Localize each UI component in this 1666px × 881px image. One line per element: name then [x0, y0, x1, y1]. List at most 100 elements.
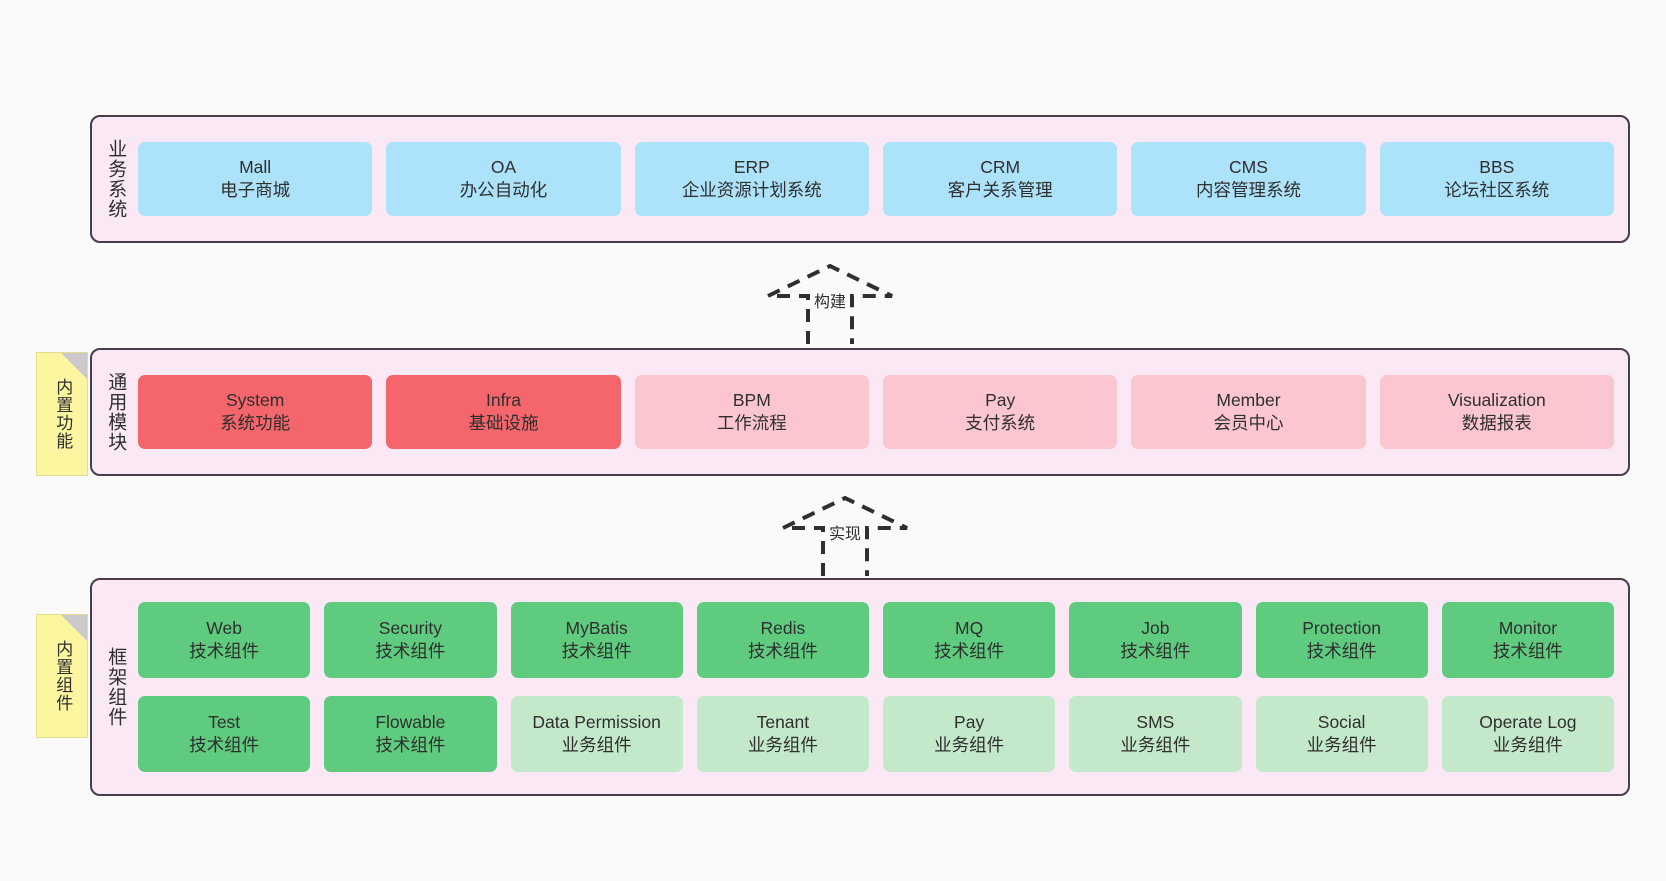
- card-subtitle: 基础设施: [468, 413, 539, 433]
- sticky-note-builtin-features: 内置功能: [36, 352, 88, 476]
- card-system[interactable]: System 系统功能: [138, 375, 373, 449]
- card-title: Visualization: [1447, 389, 1546, 410]
- card-subtitle: 企业资源计划系统: [681, 180, 822, 200]
- card-subtitle: 业务组件: [1492, 735, 1563, 755]
- card-subtitle: 技术组件: [747, 641, 818, 661]
- card-title: Data Permission: [532, 711, 661, 732]
- card-title: BBS: [1479, 156, 1515, 177]
- card-title: Web: [206, 617, 242, 638]
- card-title: Member: [1216, 389, 1281, 410]
- card-row: Mall 电子商城 OA 办公自动化 ERP 企业资源计划系统 CRM 客户关系…: [138, 142, 1614, 216]
- card-mall[interactable]: Mall 电子商城: [138, 142, 373, 216]
- card-visualization[interactable]: Visualization 数据报表: [1379, 375, 1614, 449]
- card-flowable[interactable]: Flowable 技术组件: [324, 696, 497, 772]
- card-protection[interactable]: Protection 技术组件: [1255, 602, 1428, 678]
- card-title: MQ: [955, 617, 984, 638]
- card-title: System: [225, 389, 285, 410]
- card-title: MyBatis: [565, 617, 628, 638]
- card-subtitle: 论坛社区系统: [1444, 180, 1550, 200]
- card-pay[interactable]: Pay 支付系统: [882, 375, 1118, 449]
- card-cms[interactable]: CMS 内容管理系统: [1131, 142, 1366, 216]
- card-subtitle: 业务组件: [1120, 735, 1191, 755]
- card-title: Job: [1141, 617, 1170, 638]
- card-security[interactable]: Security 技术组件: [324, 602, 497, 678]
- card-title: Pay: [954, 711, 985, 732]
- card-title: OA: [490, 156, 517, 177]
- card-subtitle: 技术组件: [1492, 641, 1563, 661]
- card-title: SMS: [1136, 711, 1175, 732]
- card-subtitle: 技术组件: [189, 735, 260, 755]
- card-member[interactable]: Member 会员中心: [1131, 375, 1366, 449]
- card-subtitle: 技术组件: [1120, 641, 1191, 661]
- layer-title-common-module: 通用模块: [105, 372, 127, 452]
- card-row: Test 技术组件 Flowable 技术组件 Data Permission …: [138, 696, 1614, 772]
- card-crm[interactable]: CRM 客户关系管理: [882, 142, 1118, 216]
- card-row: Web 技术组件 Security 技术组件 MyBatis 技术组件 Redi…: [138, 602, 1614, 678]
- card-title: Mall: [239, 156, 272, 177]
- connector-label-implement: 实现: [826, 520, 864, 544]
- card-title: ERP: [733, 156, 770, 177]
- card-subtitle: 数据报表: [1461, 413, 1532, 433]
- card-subtitle: 技术组件: [189, 641, 260, 661]
- layer-framework-component: 框架组件 Web 技术组件 Security 技术组件 MyBatis 技术组件…: [90, 578, 1630, 796]
- card-bpm[interactable]: BPM 工作流程: [634, 375, 869, 449]
- card-subtitle: 内容管理系统: [1195, 180, 1301, 200]
- card-sms[interactable]: SMS 业务组件: [1069, 696, 1242, 772]
- card-title: Monitor: [1498, 617, 1558, 638]
- card-operate-log[interactable]: Operate Log 业务组件: [1441, 696, 1614, 772]
- card-bbs[interactable]: BBS 论坛社区系统: [1379, 142, 1614, 216]
- card-subtitle: 办公自动化: [459, 180, 548, 200]
- sticky-note-builtin-components: 内置组件: [36, 614, 88, 738]
- layer-business-system: 业务系统 Mall 电子商城 OA 办公自动化 ERP 企业资源计划系统 CRM…: [90, 115, 1630, 243]
- card-web[interactable]: Web 技术组件: [138, 602, 311, 678]
- card-infra[interactable]: Infra 基础设施: [386, 375, 621, 449]
- card-oa[interactable]: OA 办公自动化: [386, 142, 621, 216]
- card-subtitle: 业务组件: [1306, 735, 1377, 755]
- connector-label-build: 构建: [811, 288, 849, 312]
- layer-common-module: 通用模块 System 系统功能 Infra 基础设施 BPM 工作流程 Pay…: [90, 348, 1630, 476]
- connector-build: 构建: [760, 262, 900, 350]
- card-erp[interactable]: ERP 企业资源计划系统: [634, 142, 869, 216]
- card-mq[interactable]: MQ 技术组件: [883, 602, 1056, 678]
- sticky-note-label: 内置功能: [53, 378, 73, 450]
- card-title: Protection: [1302, 617, 1382, 638]
- connector-implement: 实现: [775, 494, 915, 582]
- card-monitor[interactable]: Monitor 技术组件: [1441, 602, 1614, 678]
- card-subtitle: 业务组件: [747, 735, 818, 755]
- card-data-permission[interactable]: Data Permission 业务组件: [510, 696, 683, 772]
- sticky-note-label: 内置组件: [53, 640, 73, 712]
- card-row: System 系统功能 Infra 基础设施 BPM 工作流程 Pay 支付系统…: [138, 375, 1614, 449]
- card-subtitle: 技术组件: [561, 641, 632, 661]
- card-subtitle: 支付系统: [965, 413, 1036, 433]
- card-pay-business[interactable]: Pay 业务组件: [883, 696, 1056, 772]
- card-title: Social: [1317, 711, 1366, 732]
- card-title: Operate Log: [1479, 711, 1577, 732]
- card-subtitle: 技术组件: [375, 641, 446, 661]
- card-title: Infra: [485, 389, 521, 410]
- card-mybatis[interactable]: MyBatis 技术组件: [510, 602, 683, 678]
- card-tenant[interactable]: Tenant 业务组件: [696, 696, 869, 772]
- sticky-fold-icon: [61, 353, 87, 379]
- card-subtitle: 技术组件: [1306, 641, 1377, 661]
- card-test[interactable]: Test 技术组件: [138, 696, 311, 772]
- card-job[interactable]: Job 技术组件: [1069, 602, 1242, 678]
- card-title: Tenant: [756, 711, 810, 732]
- card-subtitle: 业务组件: [561, 735, 632, 755]
- card-title: Security: [378, 617, 442, 638]
- card-subtitle: 技术组件: [375, 735, 446, 755]
- layer-body-common-module: System 系统功能 Infra 基础设施 BPM 工作流程 Pay 支付系统…: [138, 350, 1628, 474]
- sticky-fold-icon: [61, 615, 87, 641]
- card-subtitle: 工作流程: [716, 413, 787, 433]
- layer-body-framework-component: Web 技术组件 Security 技术组件 MyBatis 技术组件 Redi…: [138, 580, 1628, 794]
- card-title: Redis: [760, 617, 806, 638]
- card-subtitle: 客户关系管理: [947, 180, 1053, 200]
- layer-title-business-system: 业务系统: [105, 139, 127, 219]
- card-title: Pay: [985, 389, 1016, 410]
- card-title: Flowable: [375, 711, 446, 732]
- card-subtitle: 系统功能: [220, 413, 291, 433]
- card-social[interactable]: Social 业务组件: [1255, 696, 1428, 772]
- card-subtitle: 电子商城: [220, 180, 291, 200]
- layer-title-framework-component: 框架组件: [105, 647, 127, 727]
- card-redis[interactable]: Redis 技术组件: [696, 602, 869, 678]
- card-subtitle: 技术组件: [934, 641, 1005, 661]
